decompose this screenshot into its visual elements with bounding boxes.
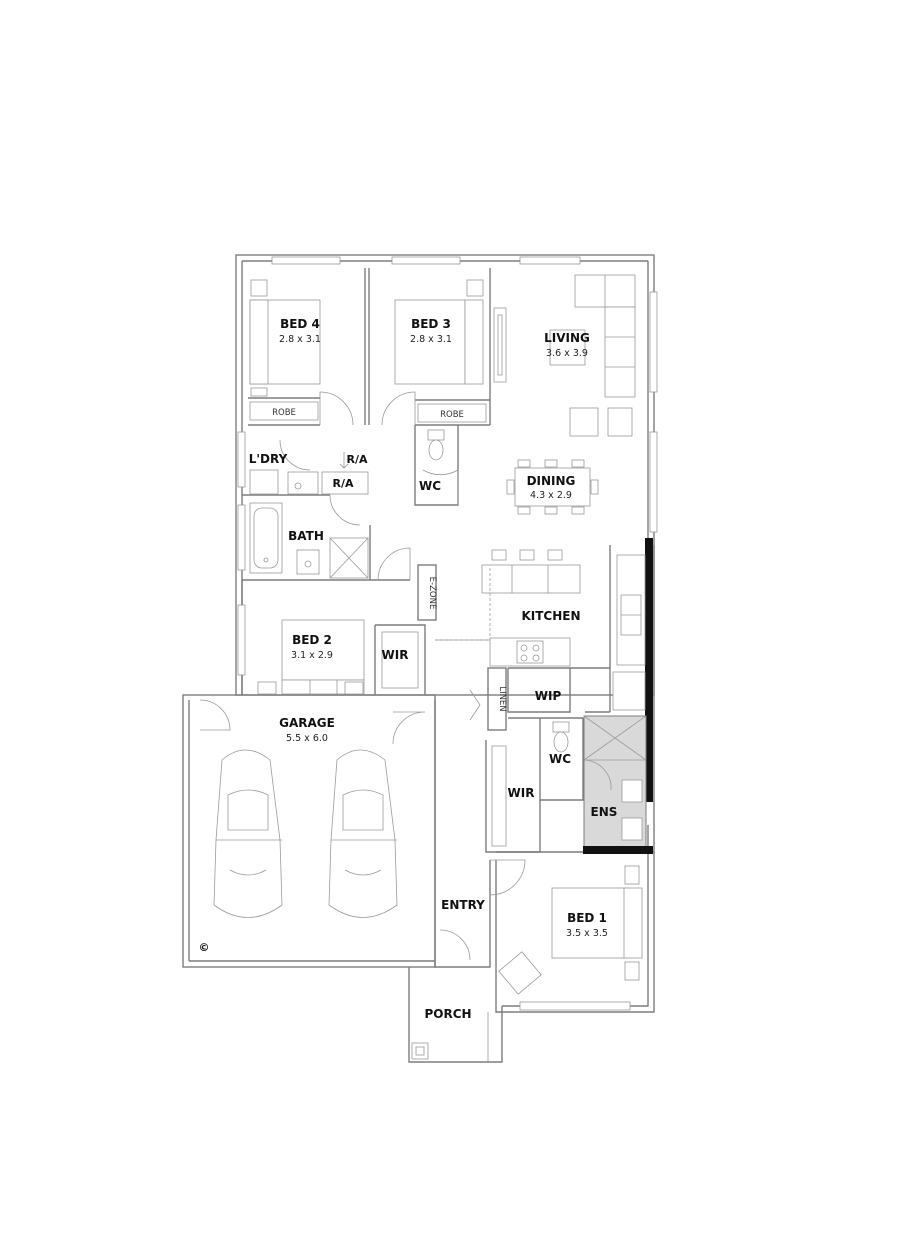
garage-label: GARAGE <box>279 716 335 730</box>
wir-bed1-label: WIR <box>508 786 535 800</box>
copyright-symbol: © <box>199 941 210 954</box>
bed3-label: BED 3 <box>411 317 451 331</box>
bed1-size: 3.5 x 3.5 <box>566 928 608 939</box>
bed2-label: BED 2 <box>292 633 332 647</box>
wip-label: WIP <box>535 689 562 703</box>
car-left <box>213 749 283 918</box>
wir-bed2-label: WIR <box>382 648 409 662</box>
room-labels: BED 4 2.8 x 3.1 ROBE BED 3 2.8 x 3.1 ROB… <box>199 317 618 1021</box>
living-label: LIVING <box>544 331 590 345</box>
dining-size: 4.3 x 2.9 <box>530 490 572 501</box>
bath-label: BATH <box>288 529 324 543</box>
robe-bed4-label: ROBE <box>272 408 296 418</box>
bed4-label: BED 4 <box>280 317 320 331</box>
robe-bed3-label: ROBE <box>440 410 464 420</box>
wc-upper-label: WC <box>419 479 441 493</box>
ezone-label: E-ZONE <box>427 577 437 610</box>
furniture <box>249 274 646 1060</box>
garage-size: 5.5 x 6.0 <box>286 733 328 744</box>
ra-upper-label: R/A <box>346 453 367 466</box>
wc-lower-label: WC <box>549 752 571 766</box>
living-size: 3.6 x 3.9 <box>546 348 588 359</box>
doors <box>199 391 612 961</box>
entry-label: ENTRY <box>441 898 485 912</box>
bed2-size: 3.1 x 2.9 <box>291 650 333 661</box>
bed1-label: BED 1 <box>567 911 607 925</box>
bed3-size: 2.8 x 3.1 <box>410 334 452 345</box>
ensuite-label: ENS <box>591 805 618 819</box>
bed4-size: 2.8 x 3.1 <box>279 334 321 345</box>
feature-wall <box>645 538 653 802</box>
laundry-label: L'DRY <box>249 452 288 466</box>
ra-lower-label: R/A <box>332 477 353 490</box>
car-right <box>328 749 398 918</box>
kitchen-label: KITCHEN <box>521 609 580 623</box>
porch-label: PORCH <box>424 1007 471 1021</box>
windows <box>237 256 658 1011</box>
dining-label: DINING <box>527 474 576 488</box>
linen-label: LINEN <box>497 686 507 711</box>
